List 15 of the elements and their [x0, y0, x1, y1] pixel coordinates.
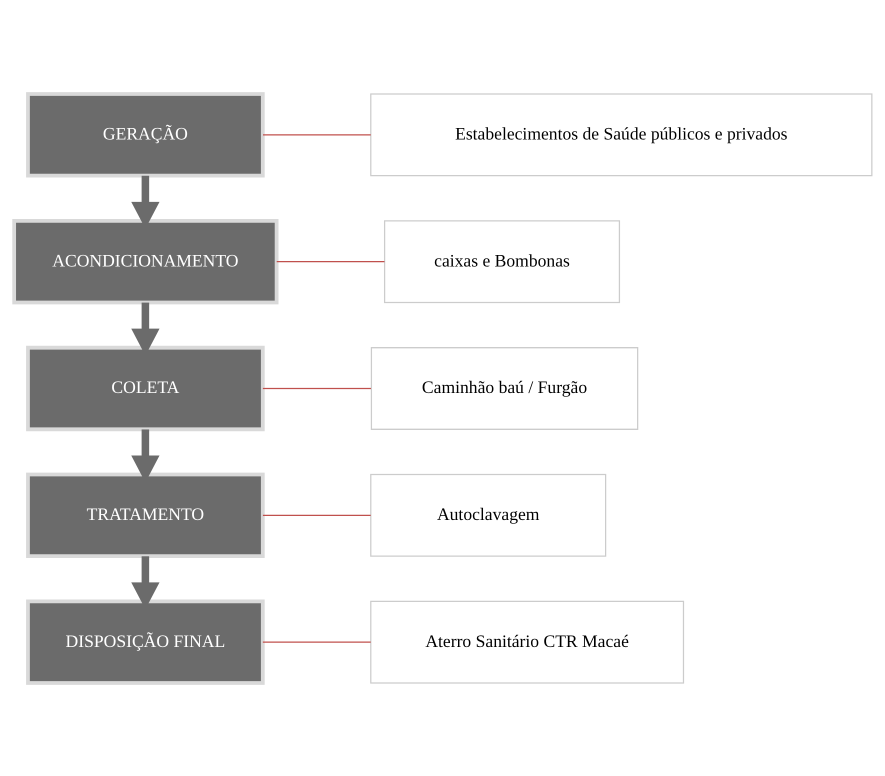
- connector: [276, 260, 384, 262]
- connector: [262, 641, 370, 642]
- node-box: COLETA: [26, 345, 264, 431]
- connector: [262, 387, 370, 389]
- node-box: Autoclavagem: [370, 473, 606, 556]
- node-box: caixas e Bombonas: [383, 220, 620, 303]
- connector: [262, 134, 370, 135]
- node-box: Caminhão baú / Furgão: [370, 346, 638, 430]
- connector: [262, 514, 370, 516]
- node-box: Aterro Sanitário CTR Macaé: [370, 600, 684, 684]
- node-box: DISPOSIÇÃO FINAL: [26, 598, 264, 684]
- node-box: TRATAMENTO: [26, 472, 264, 558]
- node-box: GERAÇÃO: [26, 92, 264, 178]
- node-box: ACONDICIONAMENTO: [12, 218, 278, 304]
- node-box: Estabelecimentos de Saúde públicos e privados: [370, 92, 872, 176]
